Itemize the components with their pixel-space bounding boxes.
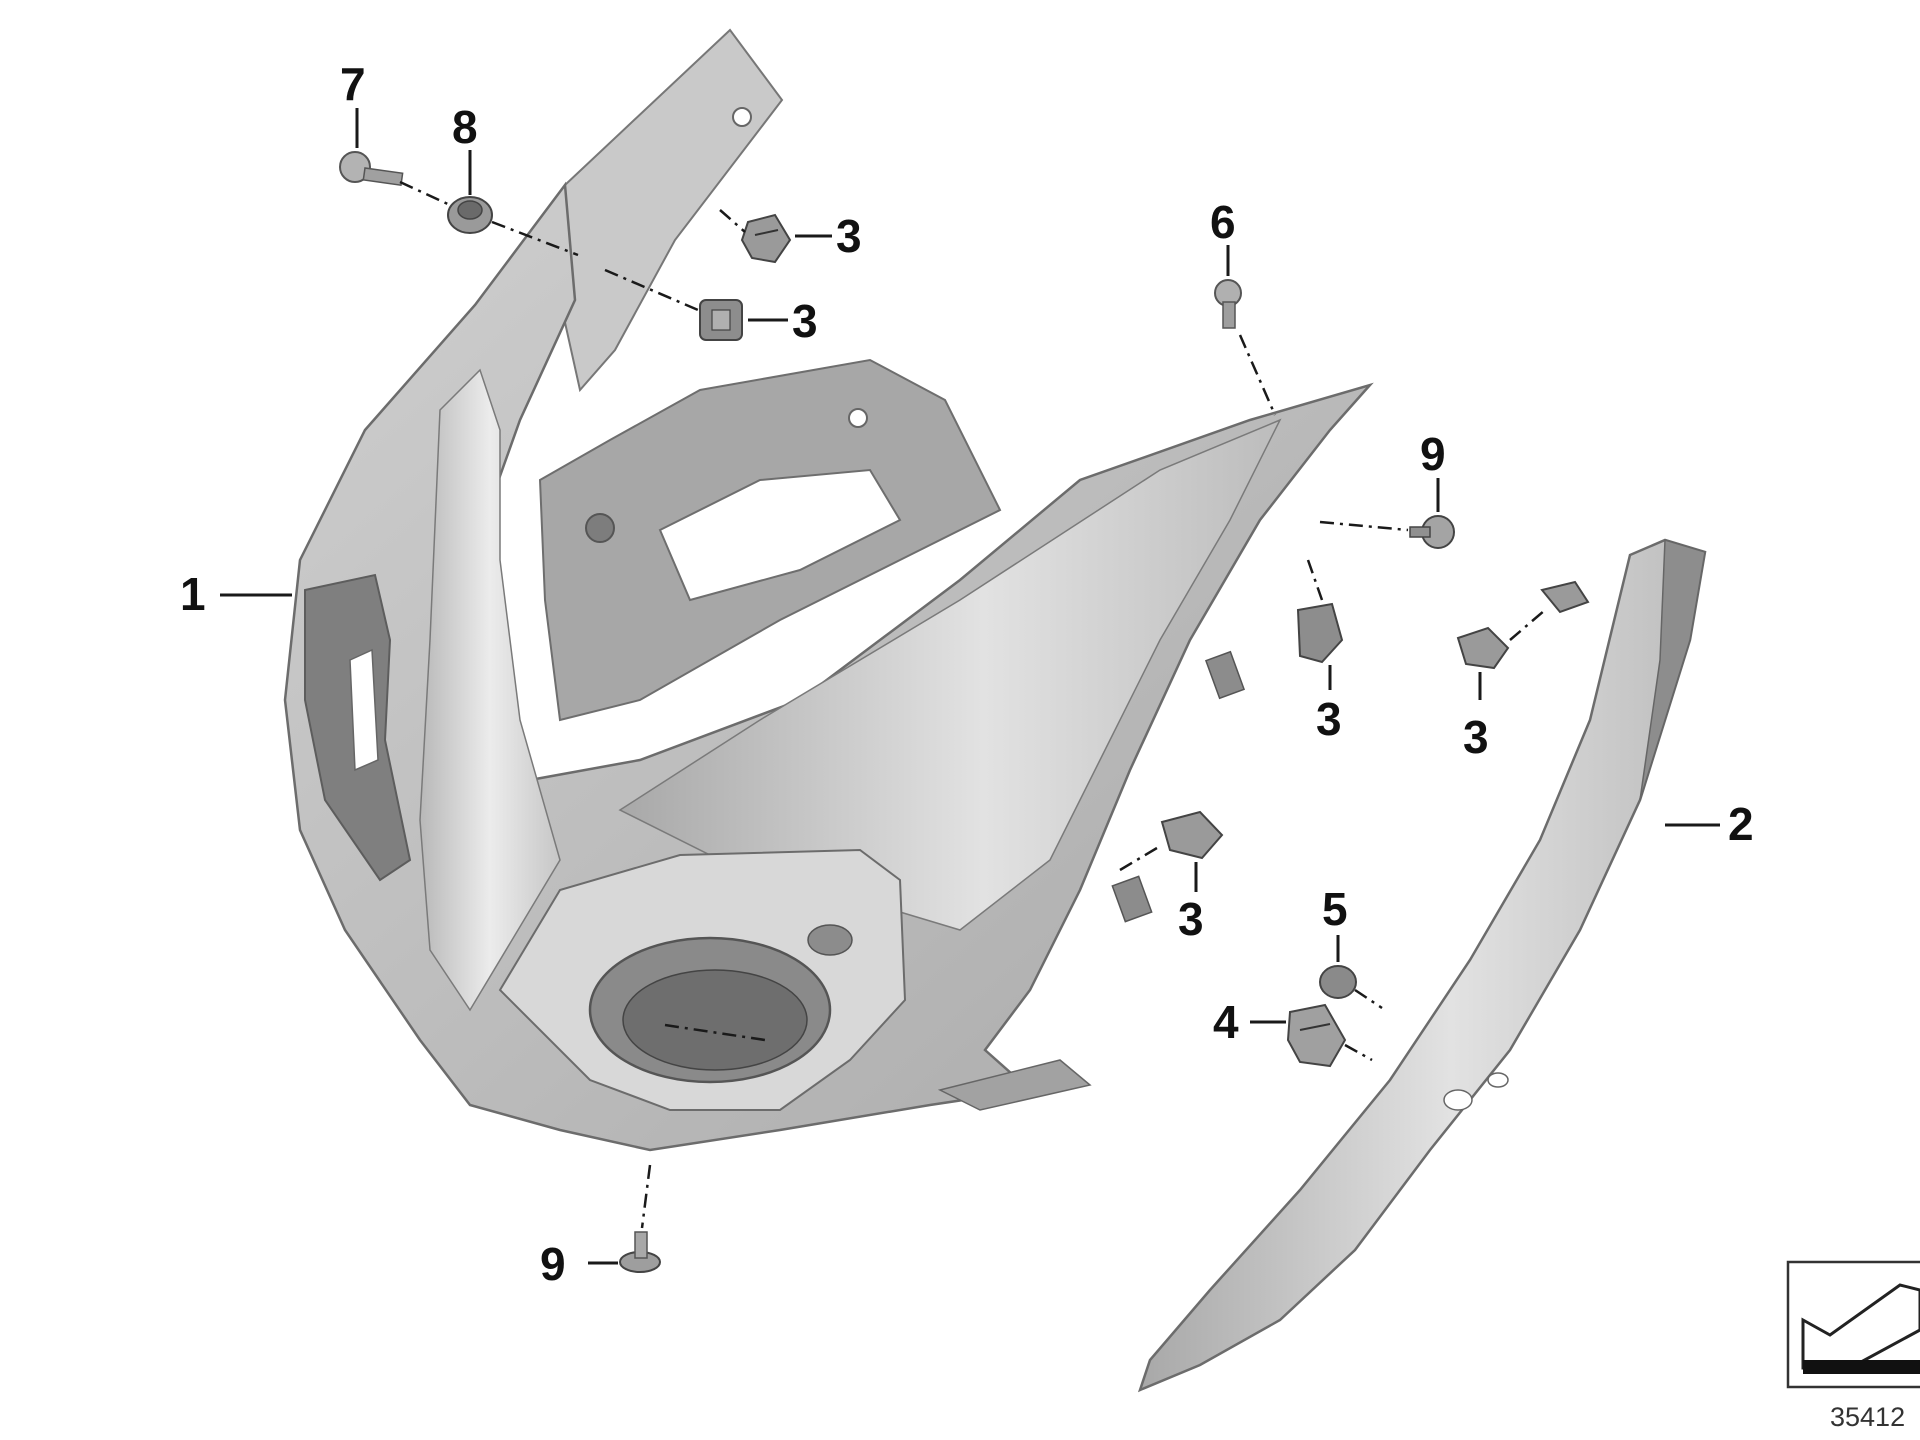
callout-7: 7 (340, 58, 366, 110)
screw-9-right (1409, 515, 1455, 549)
callout-9-bottom: 9 (540, 1238, 566, 1290)
callout-3-middle: 3 (1178, 893, 1204, 945)
bezel-mount-hole (807, 924, 853, 956)
assembly-line (1319, 520, 1409, 532)
screw-6 (1214, 279, 1242, 329)
fairing-side-vent-inner (349, 648, 379, 772)
front-fairing-part (283, 28, 1374, 1152)
reference-number: 35412 (1830, 1402, 1905, 1432)
clip-3-far-right (1456, 580, 1590, 670)
fairing-upper-bracket (558, 28, 784, 393)
assembly-line (1119, 843, 1163, 872)
callout-6: 6 (1210, 196, 1236, 248)
fasteners (339, 151, 1590, 1273)
reference-bar (1803, 1360, 1920, 1374)
clip-3-upper-b (699, 299, 743, 341)
callout-3-upper-a: 3 (836, 210, 862, 262)
screw-9-bottom (619, 1231, 661, 1273)
assembly-line (1354, 988, 1383, 1010)
assembly-line (1344, 1043, 1373, 1062)
screw-7 (339, 151, 404, 187)
assembly-line (1306, 559, 1324, 601)
callout-3-far-right: 3 (1463, 711, 1489, 763)
fairing-mount-tab (1204, 650, 1246, 700)
callout-3-upper-b: 3 (792, 295, 818, 347)
callout-8: 8 (452, 101, 478, 153)
callout-9-right: 9 (1420, 428, 1446, 480)
clip-3-middle (1160, 810, 1224, 860)
clip-3-right (1296, 602, 1344, 664)
reference-symbol: 35412 (1786, 1260, 1920, 1432)
callouts: 1 2 3 3 3 3 3 3 4 5 6 7 8 9 9 (180, 58, 1754, 1290)
callout-3-right: 3 (1316, 693, 1342, 745)
side-trim-panel-part (1137, 538, 1707, 1393)
callout-2: 2 (1728, 798, 1754, 850)
callout-1: 1 (180, 568, 206, 620)
leader-lines (220, 108, 1720, 1265)
clip-4 (1286, 1003, 1347, 1068)
assembly-line (1509, 609, 1546, 641)
assembly-line (719, 209, 746, 233)
bracket-mount-hole (732, 107, 752, 127)
assembly-line (664, 1023, 766, 1042)
assembly-line (604, 268, 699, 312)
fairing-mount-tab (1111, 875, 1153, 923)
fairing-center-stripe (419, 368, 561, 1012)
trim-mount-hole (1487, 1072, 1509, 1088)
clip-3-upper-a (740, 213, 792, 264)
callout-5: 5 (1322, 883, 1348, 935)
headlight-opening-inner (622, 969, 808, 1071)
fairing-inner-opening (658, 468, 902, 602)
trim-mount-hole (1443, 1089, 1473, 1111)
frame-mount-hole (848, 408, 868, 428)
frame-mount-hole (585, 513, 615, 543)
grommet-8 (447, 196, 493, 234)
assembly-line (399, 180, 451, 207)
callout-4: 4 (1213, 996, 1239, 1048)
assembly-line (640, 1164, 652, 1229)
fairing-lower-lip (937, 1059, 1092, 1111)
grommet-5 (1319, 965, 1357, 999)
side-trim-panel-edge (1639, 539, 1706, 801)
assembly-line (1238, 334, 1277, 416)
